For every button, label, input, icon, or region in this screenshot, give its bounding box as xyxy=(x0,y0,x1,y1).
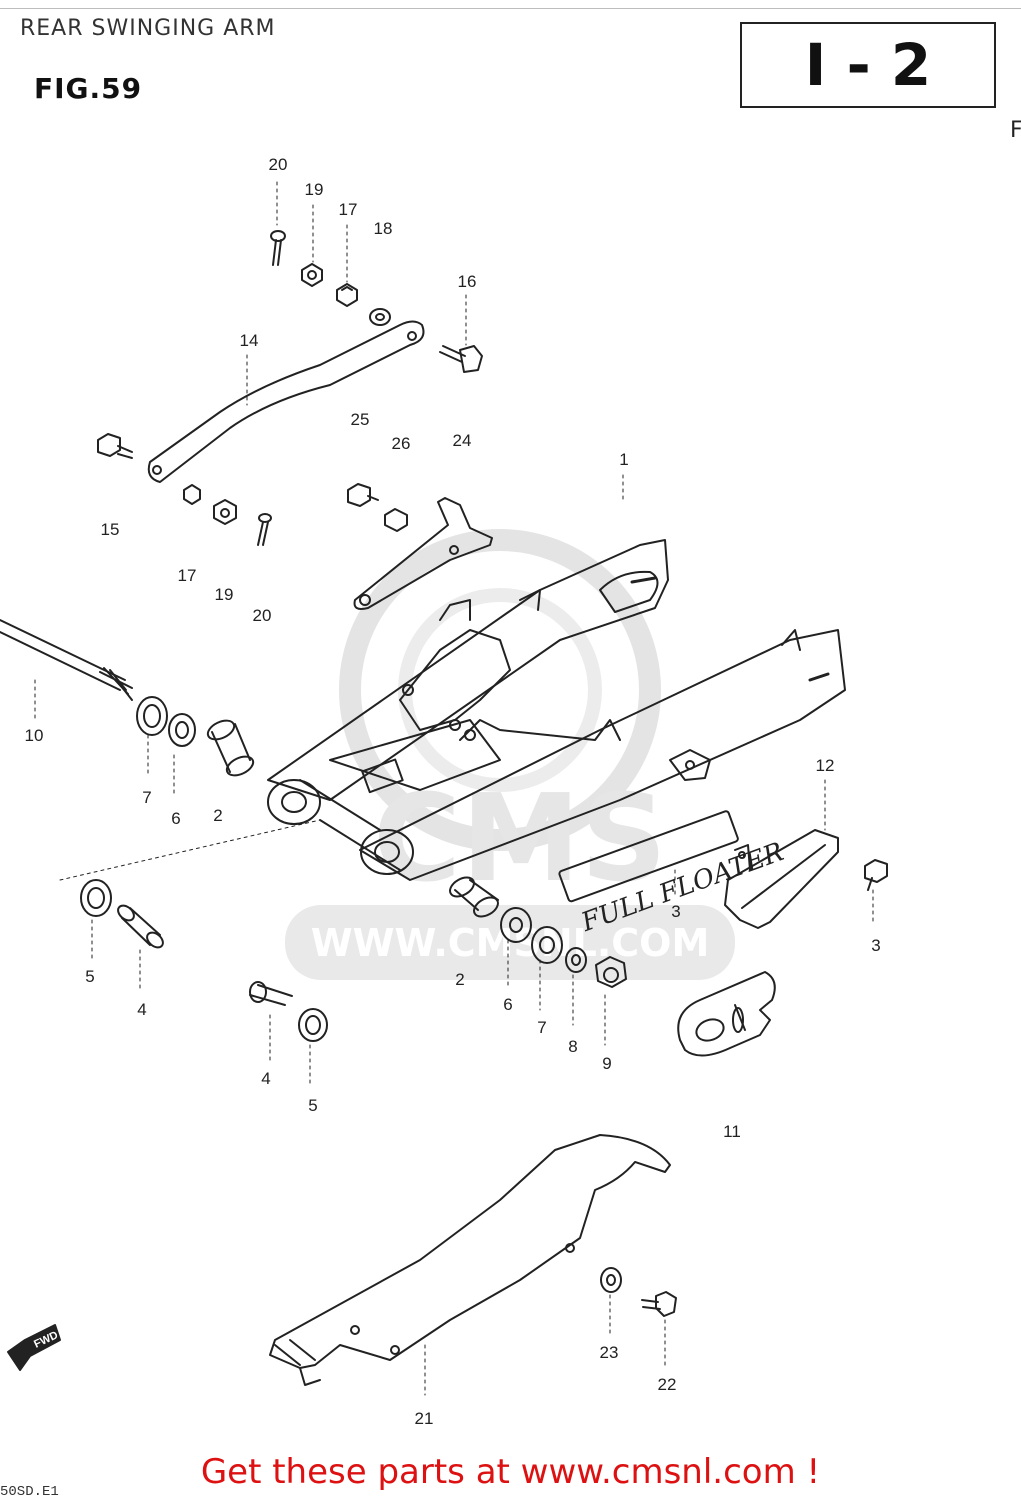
figure-label: FIG.59 xyxy=(34,72,143,105)
watermark-brand: CMS xyxy=(373,770,667,909)
cotter-pin-lower xyxy=(257,513,272,546)
bolt-13 xyxy=(864,859,888,891)
bearing-4-left xyxy=(117,904,164,949)
callout-15: 15 xyxy=(100,520,120,539)
cotter-pin-top xyxy=(270,230,286,266)
callout-2-right: 2 xyxy=(455,970,465,989)
chain-case xyxy=(269,1134,671,1386)
pivot-shaft xyxy=(0,619,133,701)
dust-seal-5-left xyxy=(80,879,112,917)
edge-mark: F xyxy=(1010,118,1021,143)
callout-4-lower: 4 xyxy=(261,1069,271,1088)
cmsnl-parts-link[interactable]: Get these parts at www.cmsnl.com ! xyxy=(200,1452,821,1492)
callout-6-left: 6 xyxy=(171,809,181,828)
callout-26: 26 xyxy=(391,434,411,453)
spacer-2-left xyxy=(206,719,255,777)
chain-guide xyxy=(724,829,839,929)
callout-8: 8 xyxy=(568,1037,578,1056)
callout-9: 9 xyxy=(602,1054,612,1073)
bolt-26 xyxy=(347,483,379,507)
callout-1: 1 xyxy=(619,450,629,469)
callout-11: 11 xyxy=(723,1122,741,1141)
callout-2-left: 2 xyxy=(213,806,223,825)
watermark: CMS WWW.CMSNL.COM xyxy=(285,529,735,980)
dust-seal-7-right xyxy=(531,926,563,964)
section-box: I - 2 xyxy=(740,22,996,108)
bracket-24 xyxy=(353,497,493,610)
callout-21: 21 xyxy=(414,1409,434,1428)
callout-20: 20 xyxy=(268,155,288,174)
callout-13: 3 xyxy=(871,936,881,955)
washer-6-right xyxy=(500,907,532,943)
callout-19-lower: 19 xyxy=(214,585,234,604)
nut-9 xyxy=(595,956,627,988)
callout-19: 19 xyxy=(304,180,324,199)
callout-12: 12 xyxy=(815,756,835,775)
callout-23: 23 xyxy=(599,1343,619,1362)
callout-17: 17 xyxy=(338,200,358,219)
callout-16: 16 xyxy=(457,272,477,291)
collar-25 xyxy=(384,508,408,532)
callout-5-lower: 5 xyxy=(308,1096,318,1115)
bolt-15 xyxy=(97,433,133,459)
page-title: REAR SWINGING ARM xyxy=(20,16,276,41)
bolt-22 xyxy=(641,1291,677,1317)
nut-17-top xyxy=(336,283,358,307)
callout-20-lower: 20 xyxy=(252,606,272,625)
leader-lines xyxy=(34,181,874,1396)
torque-link-rod xyxy=(147,320,425,483)
callout-4-left: 4 xyxy=(137,1000,147,1019)
callout-24: 24 xyxy=(452,431,472,450)
diagram-code: 50SD.E1 xyxy=(0,1484,59,1500)
full-floater-decal xyxy=(558,810,739,903)
callout-22: 22 xyxy=(657,1375,677,1394)
callout-7-left: 7 xyxy=(142,788,152,807)
callout-10: 10 xyxy=(24,726,44,745)
nut-19-lower xyxy=(213,499,237,525)
nut-19-top xyxy=(301,263,323,287)
callout-5-left: 5 xyxy=(85,967,95,986)
fwd-arrow-icon xyxy=(7,1324,61,1371)
callout-3: 3 xyxy=(671,902,681,921)
top-rule xyxy=(0,8,1021,9)
callout-25: 25 xyxy=(350,410,370,429)
washer-23 xyxy=(600,1267,622,1293)
callout-7-right: 7 xyxy=(537,1018,547,1037)
washer-8 xyxy=(565,947,587,973)
washer-6-left xyxy=(168,713,196,747)
callout-6-right: 6 xyxy=(503,995,513,1014)
washer-18-top xyxy=(369,308,391,326)
swinging-arm xyxy=(267,539,846,881)
spacer-2-right xyxy=(449,876,499,918)
callout-17-lower: 17 xyxy=(177,566,197,585)
bearing-4-lower xyxy=(249,981,293,1006)
callout-18: 18 xyxy=(373,219,393,238)
bolt-16 xyxy=(439,345,483,373)
dust-seal-7-left xyxy=(136,696,168,736)
nut-17-lower xyxy=(183,484,201,505)
callout-14: 14 xyxy=(239,331,259,350)
dust-seal-5-lower xyxy=(298,1008,328,1042)
chain-adjuster xyxy=(677,971,776,1057)
